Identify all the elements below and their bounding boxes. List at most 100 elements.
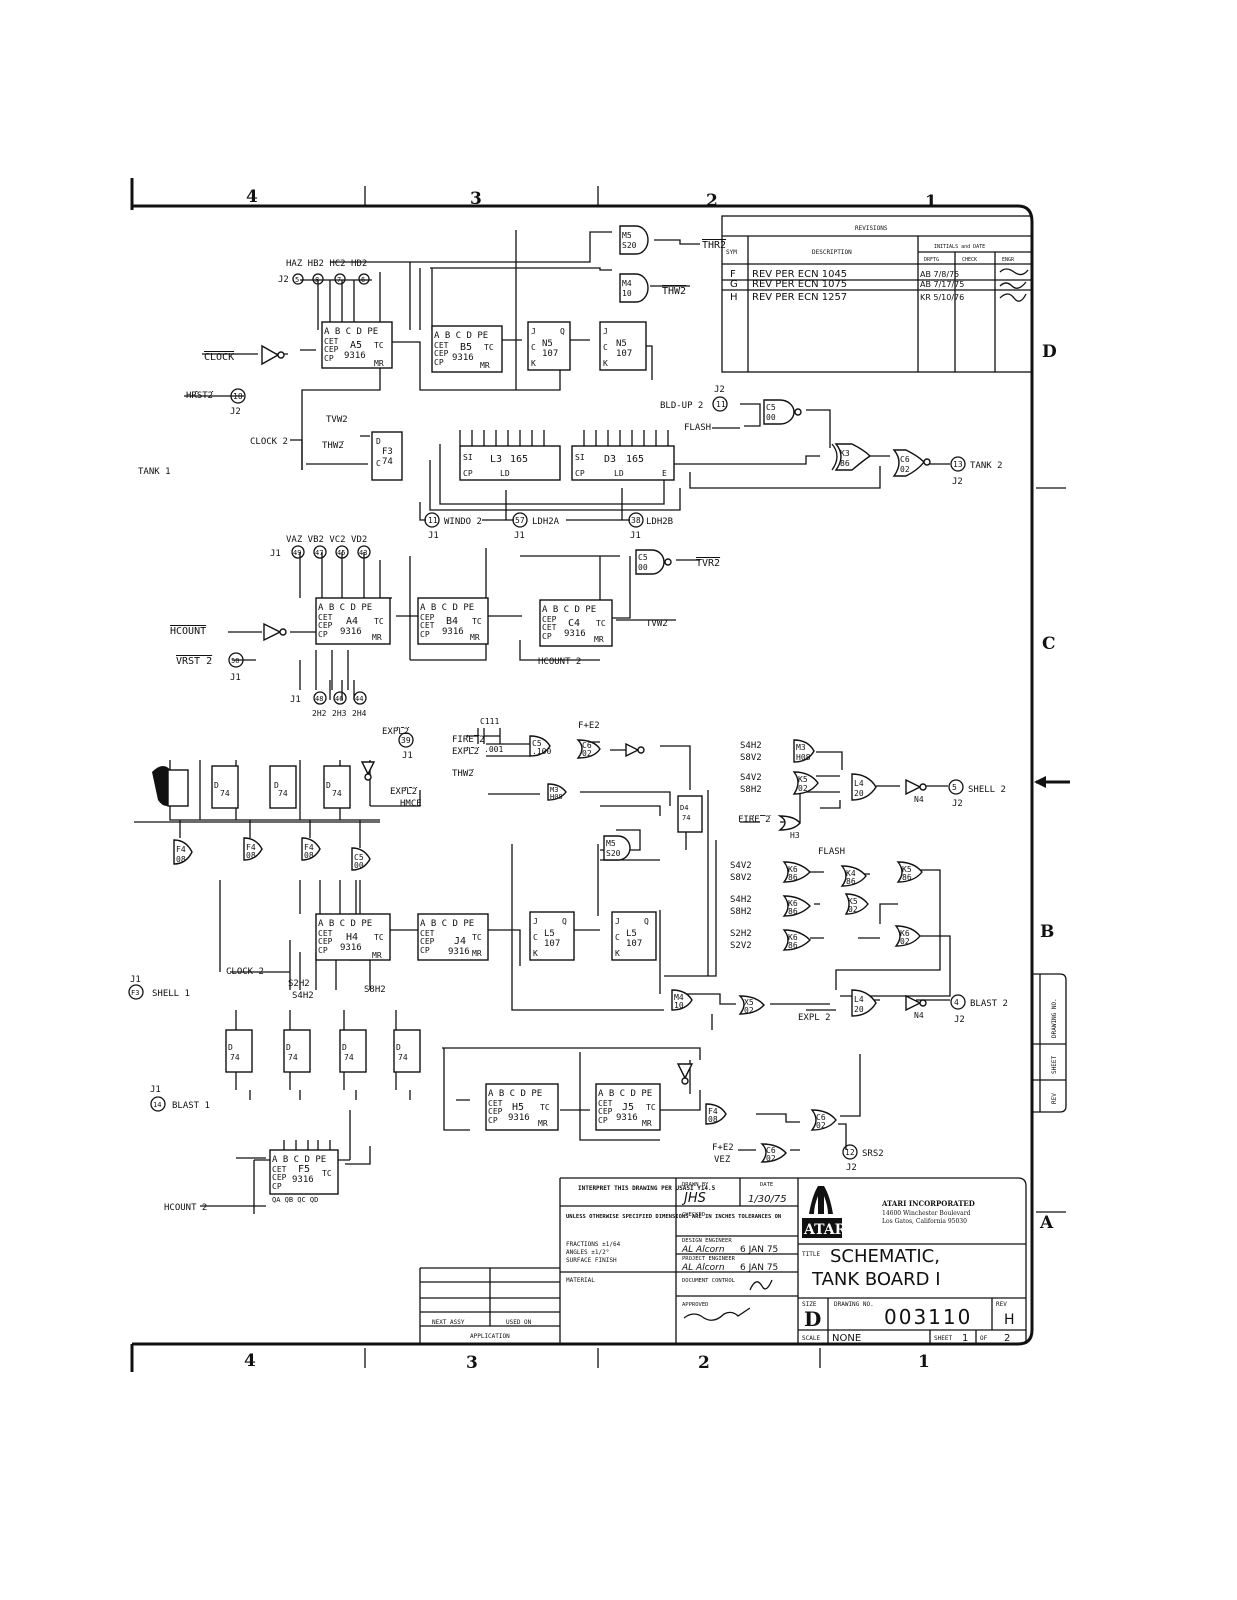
svg-text:14: 14	[153, 1101, 161, 1109]
svg-text:47: 47	[315, 549, 323, 557]
gate-k6-02: K6 02	[894, 925, 921, 947]
signal-vrst2: VRST 2	[176, 656, 212, 667]
svg-text:C6: C6	[816, 1113, 826, 1122]
row-label: B	[1040, 922, 1054, 942]
signal-shell1: SHELL 1	[152, 989, 190, 999]
row-label: D	[1042, 342, 1057, 362]
column-label: 4	[246, 187, 258, 207]
svg-text:5: 5	[295, 276, 299, 284]
svg-text:SI: SI	[463, 453, 473, 462]
chip-l5a: J Q C K L5 107	[529, 911, 575, 961]
scale-value: NONE	[832, 1333, 861, 1344]
svg-text:38: 38	[631, 516, 641, 525]
svg-text:D: D	[342, 1043, 347, 1052]
svg-text:C: C	[603, 343, 608, 352]
svg-text:L5: L5	[626, 929, 637, 939]
svg-text:02: 02	[848, 905, 858, 914]
svg-text:CET: CET	[272, 1165, 287, 1174]
svg-text:J1: J1	[402, 751, 413, 761]
side-tab-label: REV	[1051, 1093, 1058, 1104]
svg-text:L4: L4	[854, 995, 864, 1004]
svg-text:86: 86	[840, 459, 850, 468]
dff-row-2: D74 D74 D74 D74	[225, 1029, 421, 1073]
svg-text:N4: N4	[914, 1011, 924, 1020]
svg-text:K: K	[531, 359, 536, 368]
svg-text:C: C	[531, 343, 536, 352]
gate-m3-h08-b: M3 H08	[547, 783, 567, 801]
svg-text:08: 08	[176, 855, 186, 864]
svg-text:9316: 9316	[616, 1113, 638, 1123]
signal-blast1: BLAST 1	[172, 1101, 210, 1111]
signal-clock2: CLOCK 2	[226, 967, 264, 977]
design-engineer-label: DESIGN ENGINEER	[682, 1238, 732, 1244]
chip-a4: A B C D PE CET CEP CP A4 9316 TC MR	[315, 597, 391, 645]
svg-text:CET: CET	[420, 929, 435, 938]
signal-fe2: F+E2	[712, 1143, 734, 1153]
svg-text:12: 12	[845, 1148, 855, 1157]
chip-l5b: J Q C K L5 107	[611, 911, 657, 961]
svg-text:J2: J2	[952, 477, 963, 487]
revision-desc: REV PER ECN 1045	[752, 269, 847, 280]
svg-text:J1: J1	[514, 531, 525, 541]
svg-text:39: 39	[401, 736, 411, 745]
interpret-note: INTERPRET THIS DRAWING PER USASI Y14.5	[578, 1185, 716, 1192]
svg-text:MR: MR	[372, 951, 382, 960]
signal-s8h2: S8H2	[740, 785, 762, 795]
svg-text:165: 165	[510, 454, 528, 465]
section-d	[184, 230, 950, 521]
svg-text:J: J	[603, 327, 608, 336]
svg-text:A B C D PE: A B C D PE	[318, 919, 372, 929]
drawing-no-label: DRAWING NO.	[834, 1301, 874, 1308]
svg-text:86: 86	[846, 877, 856, 886]
signal-hmce: HMCE	[400, 799, 422, 809]
column-label: 2	[706, 191, 718, 211]
svg-text:9316: 9316	[448, 947, 470, 957]
signal-ldh2b: LDH2B	[646, 517, 673, 527]
svg-text:CP: CP	[272, 1182, 282, 1191]
signal-clock2: CLOCK 2	[250, 437, 288, 447]
svg-text:A B C D PE: A B C D PE	[542, 605, 596, 615]
company-address: Los Gatos, California 95030	[882, 1218, 967, 1225]
svg-text:Q: Q	[562, 917, 567, 926]
revision-sym: G	[730, 279, 738, 290]
material-label: MATERIAL	[566, 1277, 595, 1284]
column-label: 3	[470, 189, 482, 209]
gate-m4-thw2: M4 10 THW2	[619, 273, 686, 303]
svg-text:A B C D PE: A B C D PE	[420, 603, 474, 613]
svg-text:74: 74	[230, 1053, 240, 1062]
sheet-label: SHEET	[934, 1335, 952, 1342]
atari-logo: ATARI	[802, 1186, 853, 1238]
svg-text:A B C D PE: A B C D PE	[488, 1089, 542, 1099]
svg-text:02: 02	[900, 465, 910, 474]
gate-k3: K3 86	[831, 443, 872, 471]
svg-text:CEP: CEP	[488, 1107, 503, 1116]
signal-s4h2: S4H2	[730, 895, 752, 905]
svg-text:86: 86	[788, 941, 798, 950]
sheet-frame	[130, 178, 1070, 1372]
svg-text:9316: 9316	[292, 1175, 314, 1185]
svg-text:QA QB QC QD: QA QB QC QD	[272, 1196, 318, 1204]
signal-hnh: HAZ HB2 HC2 HD2	[286, 259, 367, 269]
svg-text:L4: L4	[854, 779, 864, 788]
svg-text:9316: 9316	[344, 351, 366, 361]
column-label: 1	[918, 1352, 930, 1372]
svg-text:J5: J5	[622, 1102, 634, 1113]
revision-initials: KR 5/10/76	[920, 293, 964, 302]
svg-text:MR: MR	[472, 949, 482, 958]
signal-s4h2: S4H2	[740, 741, 762, 751]
svg-text:20: 20	[854, 789, 864, 798]
svg-text:A B C D PE: A B C D PE	[434, 331, 488, 341]
signal-blast2: BLAST 2	[970, 999, 1008, 1009]
svg-text:L5: L5	[544, 929, 555, 939]
signal-s4v2: S4V2	[740, 773, 762, 783]
title-label: TITLE	[802, 1251, 820, 1258]
svg-text:CEP: CEP	[272, 1173, 287, 1182]
svg-text:X5: X5	[744, 998, 754, 1007]
rev-value: H	[1004, 1312, 1015, 1328]
svg-text:C111: C111	[480, 717, 499, 726]
svg-text:K6: K6	[788, 899, 798, 908]
of-label: OF	[980, 1335, 988, 1342]
svg-text:86: 86	[788, 907, 798, 916]
signal-s8h2: S8H2	[730, 907, 752, 917]
